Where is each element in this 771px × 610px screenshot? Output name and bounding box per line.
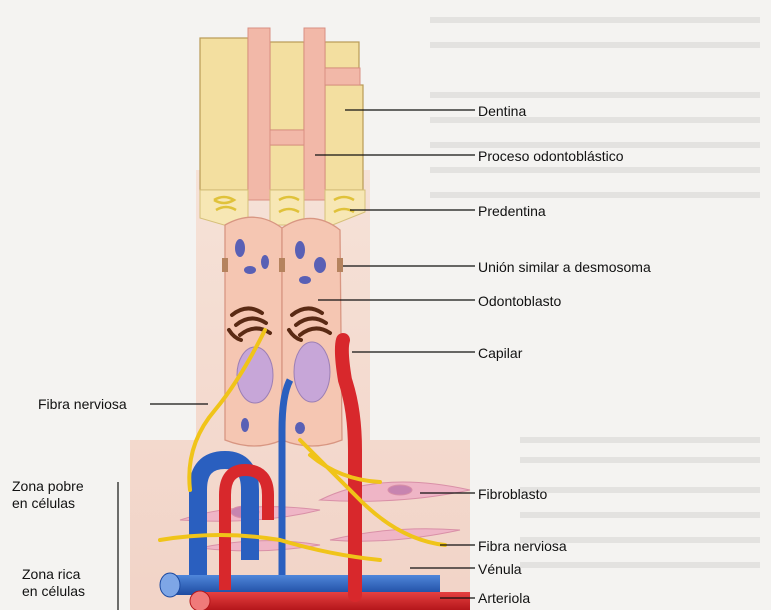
label-zona-pobre: Zona pobre en células: [12, 478, 84, 512]
label-union-desmosoma: Unión similar a desmosoma: [478, 259, 651, 276]
label-fibra-nerviosa-right: Fibra nerviosa: [478, 538, 567, 555]
dentin-block: [200, 38, 248, 190]
label-dentina: Dentina: [478, 103, 526, 120]
label-zona-rica: Zona rica en células: [22, 566, 85, 600]
dentin-block: [325, 85, 363, 190]
dentin-blocks: [200, 38, 363, 190]
label-predentina: Predentina: [478, 203, 546, 220]
label-proceso-odontoblastico: Proceso odontoblástico: [478, 148, 624, 165]
dentin-block: [266, 145, 306, 190]
label-odontoblasto: Odontoblasto: [478, 293, 561, 310]
label-fibra-nerviosa-left: Fibra nerviosa: [38, 396, 127, 413]
label-arteriola: Arteriola: [478, 590, 530, 607]
dentin-block: [325, 42, 359, 68]
label-capilar: Capilar: [478, 345, 522, 362]
label-fibroblasto: Fibroblasto: [478, 486, 547, 503]
label-venula: Vénula: [478, 561, 522, 578]
dentin-block: [270, 42, 304, 130]
